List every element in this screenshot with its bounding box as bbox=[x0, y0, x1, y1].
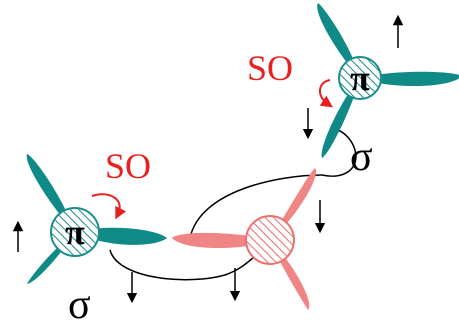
left-pi-orbital: π bbox=[26, 154, 167, 284]
sigma-label-right: σ bbox=[350, 134, 373, 180]
hatched-circle-icon bbox=[338, 56, 382, 100]
pi-label-left: π bbox=[65, 212, 85, 252]
bond-line-lower bbox=[109, 249, 261, 281]
right-pi-orbital: π bbox=[317, 3, 459, 158]
pi-label-right: π bbox=[350, 58, 370, 98]
so-label-center: SO bbox=[105, 146, 151, 186]
lobe-shape bbox=[321, 78, 360, 158]
bond-lines bbox=[109, 129, 357, 281]
sigma-label-left: σ bbox=[68, 282, 91, 328]
bond-line-upper bbox=[189, 174, 323, 239]
bond-line-right bbox=[321, 129, 357, 177]
lobe-shape bbox=[360, 71, 459, 87]
central-pink-orbital bbox=[172, 168, 317, 310]
hatched-circle-icon bbox=[50, 207, 100, 257]
curved-red-arrow-icon bbox=[91, 193, 127, 220]
hatched-circle-icon bbox=[245, 215, 295, 265]
curved-red-arrow-icon bbox=[319, 79, 333, 108]
spin-arrows bbox=[12, 14, 404, 304]
so-label-top: SO bbox=[247, 48, 293, 88]
